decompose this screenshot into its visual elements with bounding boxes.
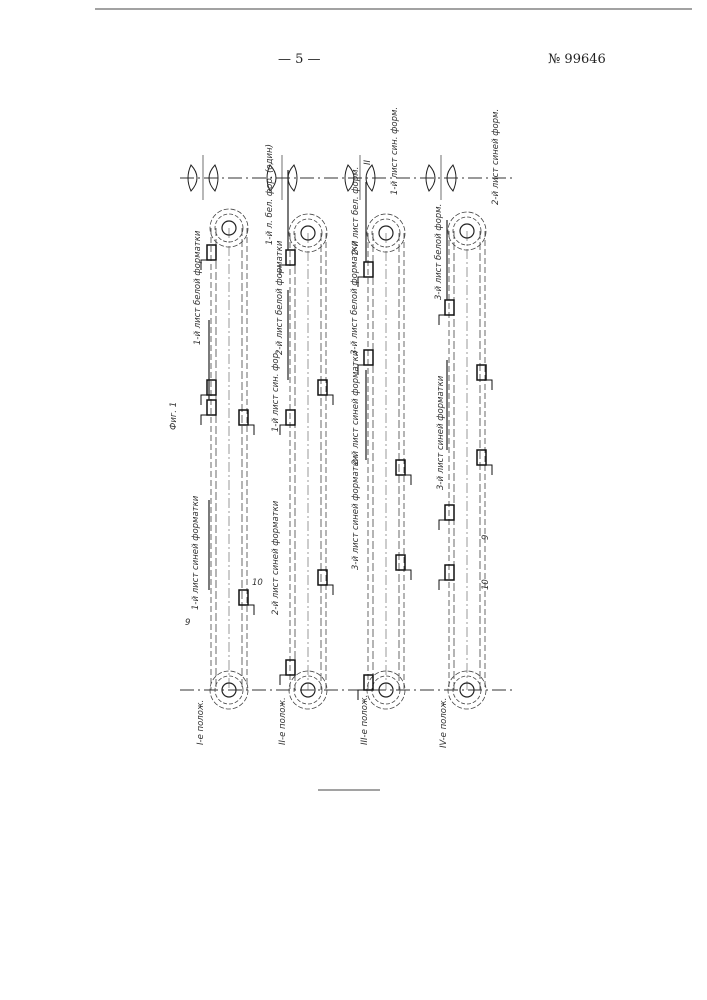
label: 1-й лист белой форматки	[193, 230, 203, 345]
clamp	[207, 380, 216, 395]
label: 2-й лист белой форматки	[275, 240, 285, 355]
clamp	[364, 350, 373, 365]
ref-9: 9	[185, 618, 190, 628]
clamp	[207, 400, 216, 415]
clamp	[286, 250, 295, 265]
clamp-arm	[405, 570, 411, 580]
ref-10: 10	[481, 579, 491, 590]
clamp-arm	[248, 605, 254, 615]
clamp-arm	[486, 380, 492, 390]
clamp-arm	[280, 675, 286, 685]
clamp-arm	[201, 395, 207, 405]
clamp-arm	[439, 315, 445, 325]
clamp-arm	[439, 520, 445, 530]
clamp-arm	[405, 475, 411, 485]
clamp	[445, 565, 454, 580]
label: 3-й лист синей форматки	[436, 375, 446, 490]
label: 2-й лист синей форм.	[491, 109, 501, 205]
clamp-arm	[439, 580, 445, 590]
position-label: III-е полож.	[360, 695, 370, 745]
clamp-arm	[486, 465, 492, 475]
clamp	[445, 300, 454, 315]
ref-10: 10	[252, 578, 263, 588]
figure-label: Фиг. 1	[169, 402, 179, 430]
position-label: IV-е полож.	[439, 698, 449, 748]
clamp	[445, 505, 454, 520]
label: 3-й лист синей форматки	[351, 455, 361, 570]
clamp-arm	[327, 395, 333, 405]
clamp-arm	[327, 585, 333, 595]
label: 1-й лист син. фор.	[271, 350, 281, 432]
label: 1-й л. бел. фор. (один)	[265, 144, 275, 245]
clamp	[286, 410, 295, 425]
label: 2-й лист синей форматки	[351, 350, 361, 465]
clamp	[364, 262, 373, 277]
label: 1-й лист синей форматки	[191, 495, 201, 610]
clamp-arm	[248, 425, 254, 435]
ref-II: II	[363, 159, 373, 165]
clamp-arm	[201, 415, 207, 425]
label: 2-й лист синей форматки	[271, 500, 281, 615]
clamp	[207, 245, 216, 260]
label: 3-й лист белой форматки	[350, 240, 360, 355]
ref-9: 9	[481, 535, 491, 540]
clamp	[286, 660, 295, 675]
label: 3-й лист белой форм.	[434, 204, 444, 300]
position-label: I-е полож.	[196, 700, 206, 745]
position-label: II-е полож.	[278, 697, 288, 745]
label: 1-й лист син. форм.	[390, 107, 400, 195]
